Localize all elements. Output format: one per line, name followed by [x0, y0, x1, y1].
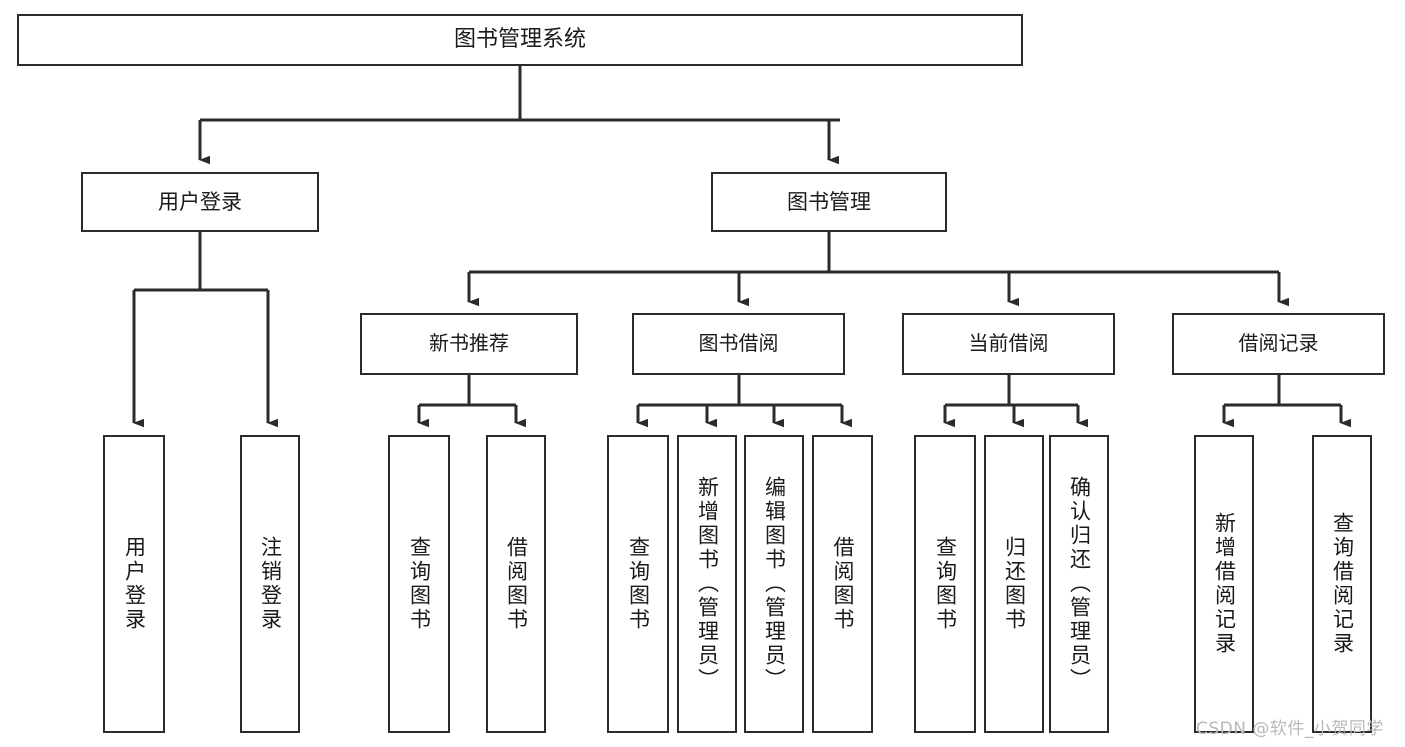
leaf-label: 查询图书 — [626, 536, 651, 632]
leaf-label: 借阅图书 — [504, 536, 529, 632]
leaf-label: 查询图书 — [933, 536, 958, 632]
node-borrow-record[interactable]: 借阅记录 — [1172, 313, 1385, 375]
leaf-record-add-record[interactable]: 新增借阅记录 — [1194, 435, 1254, 733]
node-book-management[interactable]: 图书管理 — [711, 172, 947, 232]
node-new-book-recommend[interactable]: 新书推荐 — [360, 313, 578, 375]
leaf-label: 确认归还（管理员） — [1067, 476, 1092, 692]
node-current-borrow[interactable]: 当前借阅 — [902, 313, 1115, 375]
leaf-label: 用户登录 — [122, 536, 147, 632]
leaf-label: 新增图书（管理员） — [695, 476, 720, 692]
node-label: 用户登录 — [158, 189, 242, 214]
leaf-label: 查询图书 — [407, 536, 432, 632]
leaf-borrow-query-book[interactable]: 查询图书 — [607, 435, 669, 733]
leaf-label: 查询借阅记录 — [1330, 512, 1355, 656]
node-label: 图书借阅 — [698, 331, 779, 356]
leaf-user-login-login[interactable]: 用户登录 — [103, 435, 165, 733]
node-label: 新书推荐 — [429, 331, 509, 356]
leaf-new-book-borrow[interactable]: 借阅图书 — [486, 435, 546, 733]
node-book-borrow[interactable]: 图书借阅 — [632, 313, 845, 375]
node-user-login[interactable]: 用户登录 — [81, 172, 319, 232]
leaf-label: 注销登录 — [258, 536, 283, 632]
leaf-label: 归还图书 — [1002, 536, 1027, 632]
node-label: 借阅记录 — [1238, 331, 1319, 356]
leaf-current-return-book[interactable]: 归还图书 — [984, 435, 1044, 733]
leaf-label: 借阅图书 — [831, 536, 855, 632]
leaf-current-confirm-return-admin[interactable]: 确认归还（管理员） — [1049, 435, 1109, 733]
leaf-current-query-book[interactable]: 查询图书 — [914, 435, 976, 733]
leaf-borrow-borrow-book[interactable]: 借阅图书 — [812, 435, 873, 733]
node-label: 图书管理 — [787, 189, 871, 214]
node-root-system[interactable]: 图书管理系统 — [17, 14, 1023, 66]
leaf-borrow-edit-book-admin[interactable]: 编辑图书（管理员） — [744, 435, 804, 733]
csdn-watermark: CSDN @软件_小贺同学 — [1196, 719, 1384, 739]
leaf-user-login-logout[interactable]: 注销登录 — [240, 435, 300, 733]
node-label: 当前借阅 — [968, 331, 1049, 356]
leaf-record-query-record[interactable]: 查询借阅记录 — [1312, 435, 1372, 733]
leaf-new-book-query[interactable]: 查询图书 — [388, 435, 450, 733]
leaf-borrow-add-book-admin[interactable]: 新增图书（管理员） — [677, 435, 737, 733]
leaf-label: 编辑图书（管理员） — [762, 476, 787, 692]
leaf-label: 新增借阅记录 — [1212, 512, 1237, 656]
node-label: 图书管理系统 — [453, 27, 586, 53]
